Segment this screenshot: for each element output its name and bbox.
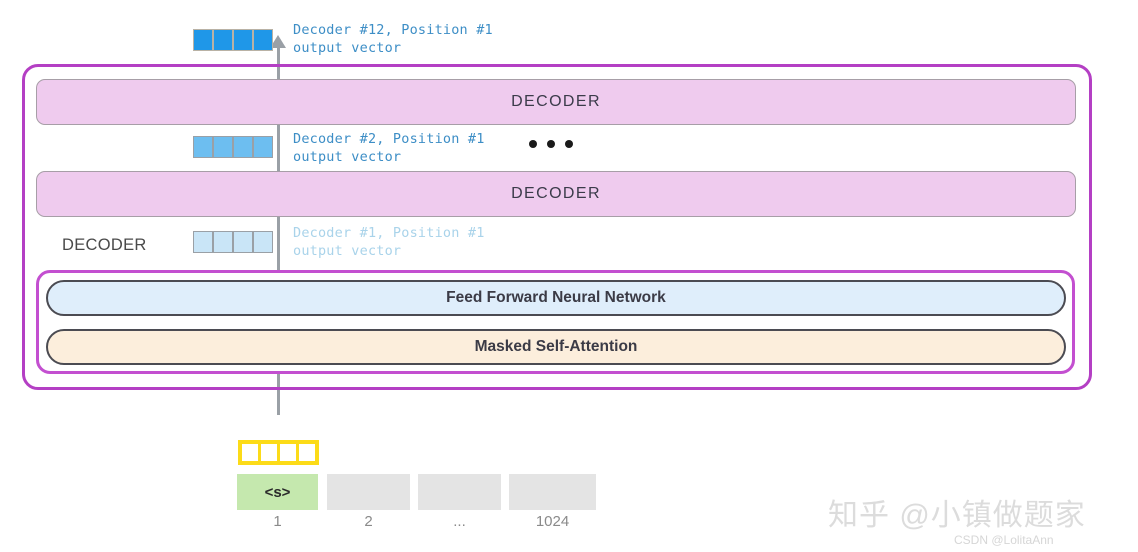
vector-cell	[233, 231, 253, 253]
ellipsis-dot	[565, 140, 573, 148]
token-position-label-1: 1	[273, 513, 282, 530]
decoder-1-caption: DECODER	[62, 236, 147, 254]
embedding-cell	[280, 444, 296, 461]
token-cell-4[interactable]	[509, 474, 596, 510]
token-position-label-4: 1024	[535, 513, 570, 530]
decoder-12-output-vector	[193, 29, 273, 51]
decoder-2-annotation-line2: output vector	[293, 149, 402, 165]
vector-cell	[193, 29, 213, 51]
vector-cell	[253, 136, 273, 158]
decoder-bar-top[interactable]: DECODER	[36, 79, 1076, 125]
vector-cell	[253, 29, 273, 51]
vector-cell	[213, 136, 233, 158]
vector-cell	[253, 231, 273, 253]
omitted-layers-ellipsis-icon	[529, 140, 573, 148]
vector-cell	[213, 231, 233, 253]
decoder-stack-frame	[22, 64, 1092, 390]
vector-cell	[233, 29, 253, 51]
input-embedding-vector	[238, 440, 319, 465]
decoder-12-annotation-line2: output vector	[293, 40, 402, 56]
embedding-cell	[242, 444, 258, 461]
decoder-2-annotation: Decoder #2, Position #1 output vector	[293, 130, 485, 166]
token-cell-3[interactable]	[418, 474, 501, 510]
vector-cell	[193, 231, 213, 253]
flow-arrow-shaft	[277, 46, 280, 415]
decoder-bar-middle[interactable]: DECODER	[36, 171, 1076, 217]
decoder-2-output-vector	[193, 136, 273, 158]
watermark-primary: 知乎 @小镇做题家	[828, 499, 1086, 532]
flow-arrow-head-icon	[270, 35, 286, 48]
decoder-1-output-vector	[193, 231, 273, 253]
watermark-secondary: CSDN @LolitaAnn	[954, 533, 1054, 547]
decoder-1-annotation-line1: Decoder #1, Position #1	[293, 225, 485, 241]
vector-cell	[193, 136, 213, 158]
decoder-1-annotation: Decoder #1, Position #1 output vector	[293, 224, 485, 260]
decoder-2-annotation-line1: Decoder #2, Position #1	[293, 131, 485, 147]
decoder-12-annotation: Decoder #12, Position #1 output vector	[293, 21, 493, 57]
vector-cell	[213, 29, 233, 51]
masked-self-attention-block[interactable]: Masked Self-Attention	[46, 329, 1066, 365]
token-cell-2[interactable]	[327, 474, 410, 510]
embedding-cell	[299, 444, 315, 461]
decoder-1-annotation-line2: output vector	[293, 243, 402, 259]
ellipsis-dot	[529, 140, 537, 148]
decoder-12-annotation-line1: Decoder #12, Position #1	[293, 22, 493, 38]
embedding-cell	[261, 444, 277, 461]
vector-cell	[233, 136, 253, 158]
feed-forward-neural-network-block[interactable]: Feed Forward Neural Network	[46, 280, 1066, 316]
token-position-label-2: 2	[364, 513, 373, 530]
token-position-label-3: ...	[453, 513, 466, 530]
ellipsis-dot	[547, 140, 555, 148]
token-cell-1[interactable]: <s>	[237, 474, 318, 510]
